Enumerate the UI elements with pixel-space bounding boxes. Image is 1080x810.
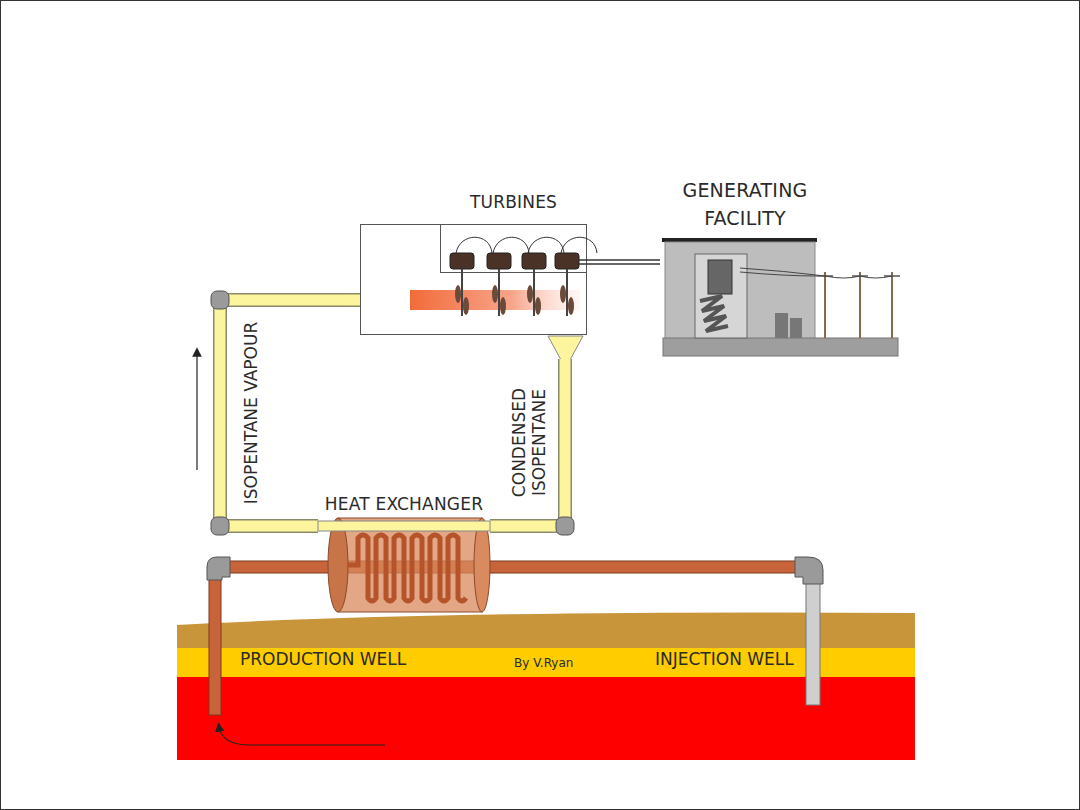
heat-exchanger: HEAT EXCHANGER <box>318 490 490 612</box>
generating-facility: GENERATING FACILITY <box>660 176 900 358</box>
turbine-housing: TURBINES <box>360 224 587 335</box>
node-heading: TURBINES <box>440 192 587 212</box>
node-illustration <box>360 224 587 335</box>
pipe-label: ISOPENTANE VAPOUR <box>241 322 261 505</box>
well-label: PRODUCTION WELL <box>240 649 406 669</box>
node-illustration <box>660 176 900 358</box>
node-heading: GENERATING FACILITY <box>660 176 830 232</box>
pipe-label: CONDENSED ISOPENTANE <box>510 384 549 502</box>
well-label: INJECTION WELL <box>655 649 794 669</box>
power-cable <box>587 260 660 264</box>
isopentane-pipe <box>490 359 574 535</box>
credit-text: By V.Ryan <box>514 656 573 670</box>
node-heading: HEAT EXCHANGER <box>318 494 490 514</box>
